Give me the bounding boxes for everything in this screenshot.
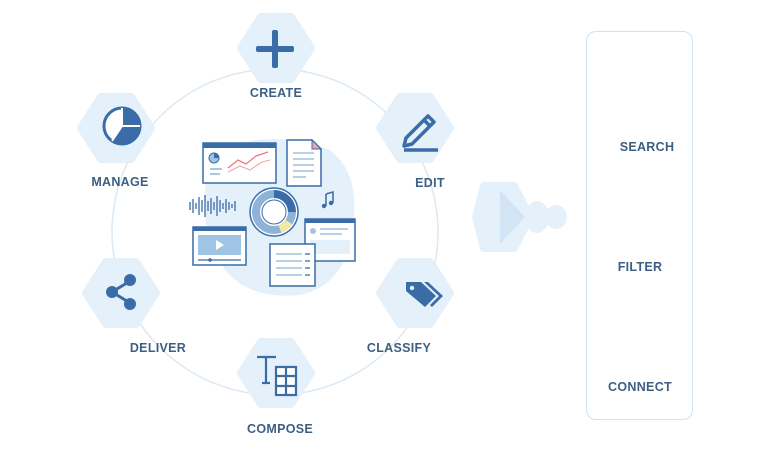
donut-chart-icon (249, 187, 299, 237)
filter-label: FILTER (617, 260, 663, 274)
manage-node[interactable] (77, 93, 155, 163)
video-player-icon (192, 226, 247, 266)
classify-node[interactable] (376, 258, 454, 328)
tags-icon (406, 282, 443, 307)
capabilities-panel (586, 31, 693, 420)
plus-icon (256, 30, 294, 68)
content-illustration (189, 138, 356, 287)
table-window-icon (269, 243, 316, 287)
compose-node[interactable] (237, 338, 315, 408)
edit-label: EDIT (415, 176, 445, 190)
pie-chart-icon (102, 106, 142, 146)
flow-arrow-icon (472, 182, 567, 252)
manage-label: MANAGE (91, 175, 149, 189)
search-label: SEARCH (619, 140, 675, 154)
compose-label: COMPOSE (247, 422, 313, 436)
share-icon (106, 274, 136, 310)
classify-label: CLASSIFY (366, 341, 432, 355)
pencil-icon (402, 114, 438, 152)
connect-label: CONNECT (608, 380, 672, 394)
dashboard-window-icon (202, 142, 277, 184)
create-label: CREATE (249, 86, 303, 100)
deliver-label: DELIVER (129, 341, 187, 355)
document-icon (286, 138, 323, 187)
music-note-icon (321, 191, 334, 209)
deliver-hexagon (82, 258, 160, 328)
profile-window-icon (304, 218, 356, 262)
edit-node[interactable] (376, 93, 454, 163)
deliver-node[interactable] (82, 258, 160, 328)
text-layout-icon (257, 355, 298, 397)
create-node[interactable] (237, 13, 315, 83)
audio-waveform-icon (189, 195, 236, 217)
